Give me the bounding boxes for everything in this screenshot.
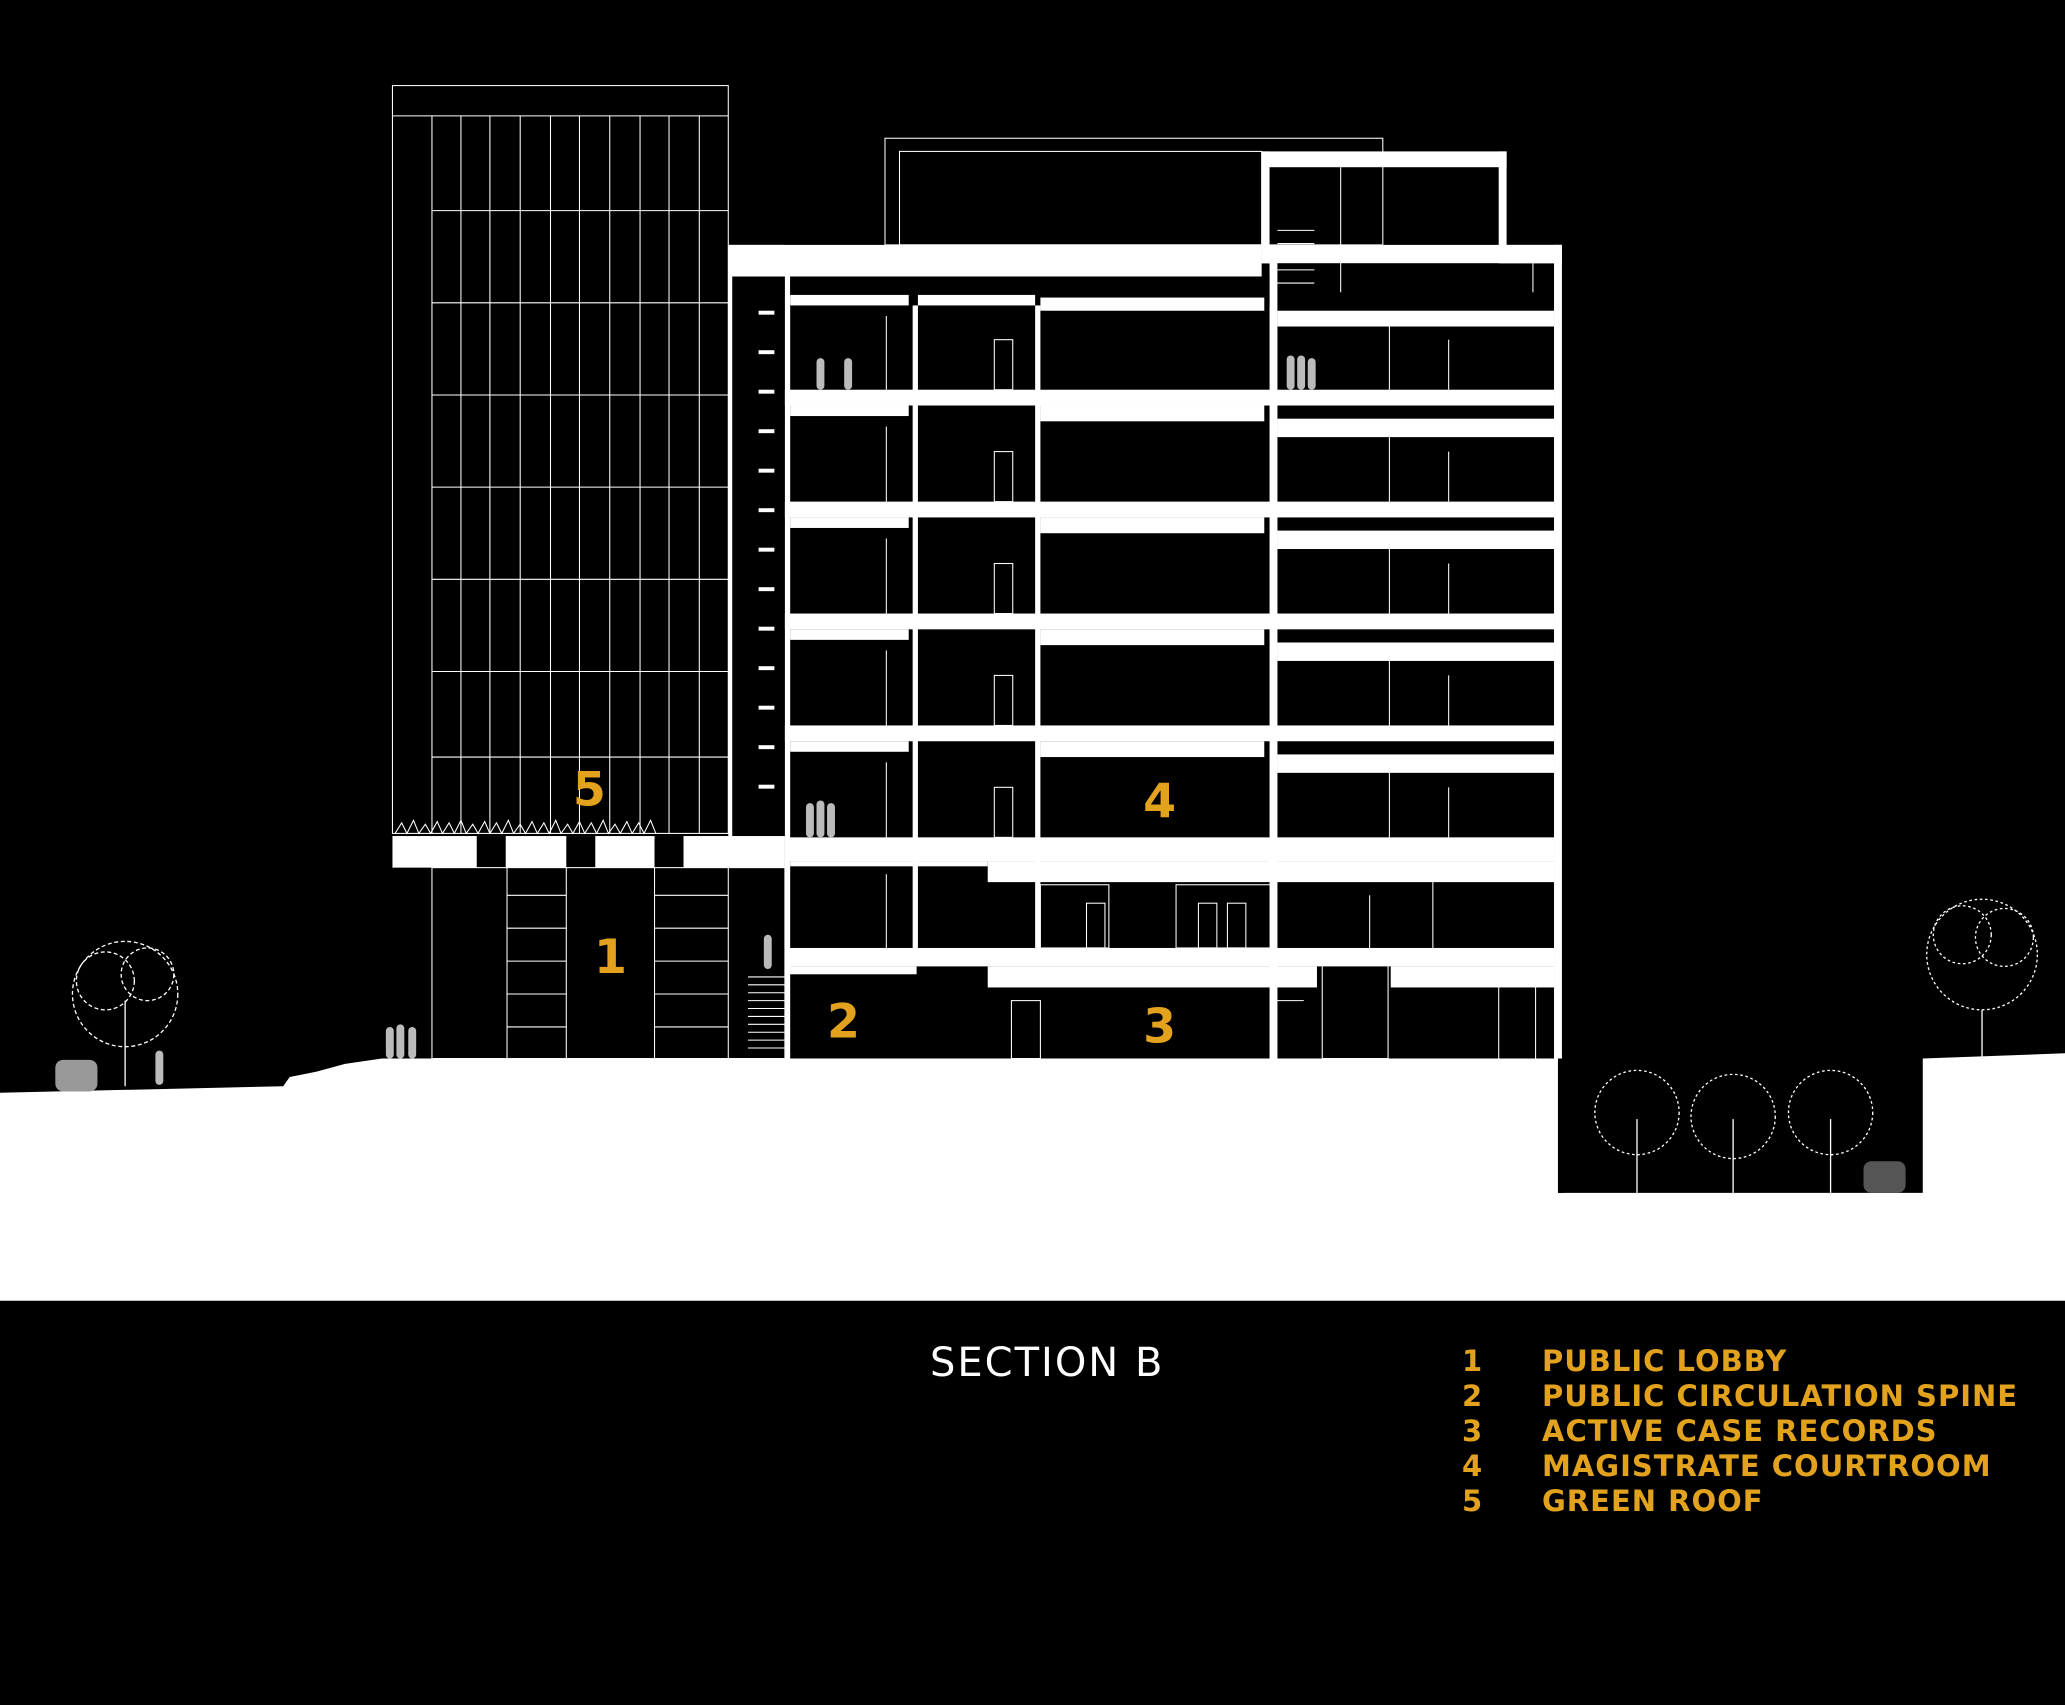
legend-label: GREEN ROOF bbox=[1542, 1484, 1764, 1518]
green-roof-slab bbox=[392, 836, 785, 868]
stair bbox=[748, 976, 785, 1049]
section-title: SECTION B bbox=[930, 1340, 1165, 1386]
tag-circulation-spine: 2 bbox=[827, 994, 860, 1049]
rooftop-penthouse bbox=[884, 137, 1562, 293]
legend-label: PUBLIC LOBBY bbox=[1542, 1344, 1788, 1378]
tower-curtain-wall bbox=[391, 85, 729, 834]
legend-label: MAGISTRATE COURTROOM bbox=[1542, 1449, 1992, 1483]
legend-number: 5 bbox=[1462, 1484, 1484, 1518]
legend-label: ACTIVE CASE RECORDS bbox=[1542, 1414, 1938, 1448]
legend-label: PUBLIC CIRCULATION SPINE bbox=[1542, 1379, 2019, 1413]
tag-green-roof: 5 bbox=[573, 763, 606, 818]
legend-number: 1 bbox=[1462, 1344, 1484, 1378]
legend-number: 3 bbox=[1462, 1414, 1484, 1448]
floor-slabs bbox=[728, 244, 1562, 1062]
legend-item: 2 PUBLIC CIRCULATION SPINE bbox=[1462, 1379, 2018, 1414]
legend-item: 4 MAGISTRATE COURTROOM bbox=[1462, 1449, 2018, 1484]
human-figures bbox=[155, 355, 1316, 1085]
legend-number: 2 bbox=[1462, 1379, 1484, 1413]
tag-public-lobby: 1 bbox=[594, 930, 627, 985]
trees bbox=[71, 898, 2039, 1193]
ground bbox=[0, 1053, 2065, 1301]
space-tags: 5 1 2 4 3 bbox=[573, 763, 1176, 1055]
ceiling-bulkheads bbox=[790, 294, 1555, 883]
legend-item: 3 ACTIVE CASE RECORDS bbox=[1462, 1414, 2018, 1449]
spine-fins bbox=[728, 244, 784, 837]
legend-item: 1 PUBLIC LOBBY bbox=[1462, 1344, 2018, 1379]
legend-number: 4 bbox=[1462, 1449, 1484, 1483]
legend-item: 5 GREEN ROOF bbox=[1462, 1484, 2018, 1519]
green-roof-planting bbox=[394, 818, 657, 835]
cars bbox=[55, 1059, 1906, 1193]
tag-courtroom: 4 bbox=[1143, 775, 1176, 830]
tag-case-records: 3 bbox=[1143, 1000, 1176, 1055]
interior-partitions bbox=[885, 315, 1537, 1060]
